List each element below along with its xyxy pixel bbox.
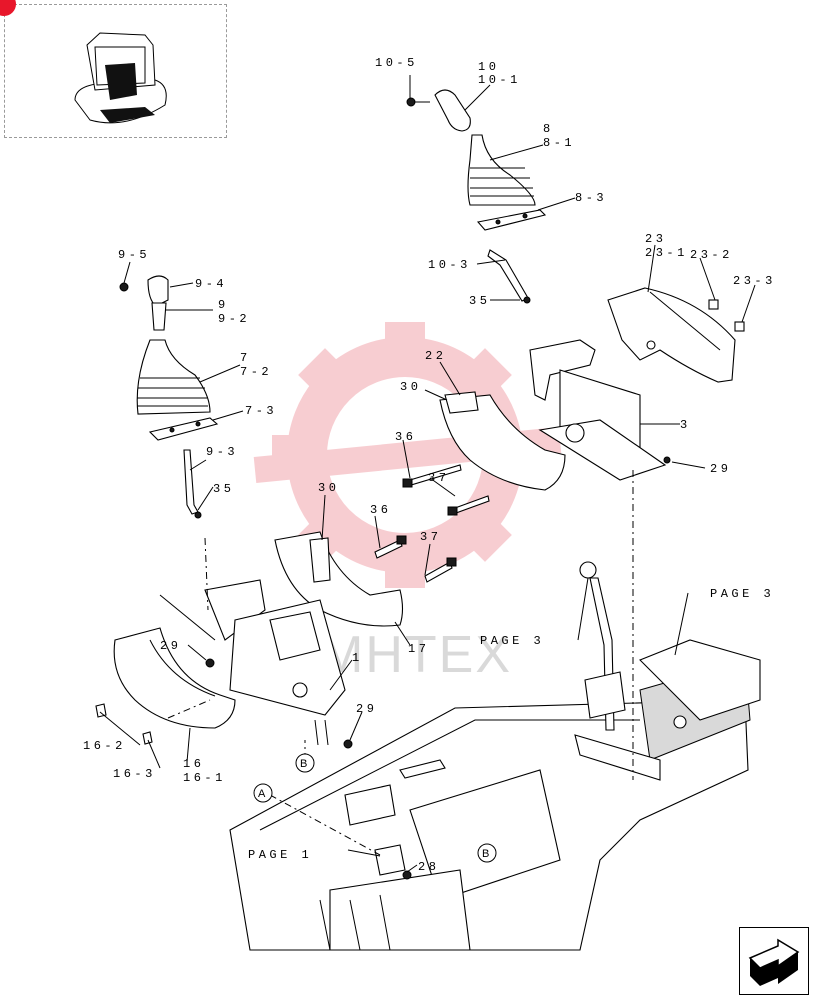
callout-16-2: 16-2: [83, 739, 126, 753]
callout-9: 9: [218, 298, 229, 312]
callout-3: 3: [680, 418, 691, 432]
callout-8: 8: [543, 122, 554, 136]
console-cover-17: [274, 531, 404, 627]
callout-8-3: 8-3: [575, 191, 607, 205]
watermark-text: MHTEX: [320, 626, 512, 684]
next-page-arrow-icon: [748, 938, 800, 986]
bolts-lower: [374, 535, 457, 583]
right-lever-assembly: [406, 89, 547, 304]
callout-23-1: 23-1: [645, 246, 688, 260]
callout-29-left: 29: [160, 639, 181, 653]
leader-lines: [99, 75, 756, 873]
callout-10: 10: [478, 60, 499, 74]
cover-16: [95, 627, 236, 745]
marker-b-right: B: [477, 843, 497, 863]
callout-9-5: 9-5: [118, 248, 150, 262]
callout-16: 16: [183, 757, 204, 771]
svg-text:A: A: [258, 788, 266, 800]
callout-30-lower: 30: [318, 481, 339, 495]
callout-30-upper: 30: [400, 380, 421, 394]
console-bracket-1: [159, 579, 353, 749]
callout-22: 22: [425, 349, 446, 363]
marker-a: A: [253, 783, 273, 803]
callout-10-1: 10-1: [478, 73, 521, 87]
callout-7: 7: [240, 351, 251, 365]
page-ref-1[interactable]: PAGE 1: [248, 848, 312, 862]
cover-23: [607, 287, 745, 383]
callout-29-right: 29: [710, 462, 731, 476]
callout-16-3: 16-3: [113, 767, 156, 781]
callout-16-1: 16-1: [183, 771, 226, 785]
callout-28: 28: [418, 860, 439, 874]
callout-9-2: 9-2: [218, 312, 250, 326]
marker-b-left: B: [295, 753, 315, 773]
callout-8-1: 8-1: [543, 136, 575, 150]
callout-35-upper: 35: [469, 294, 490, 308]
callout-10-5: 10-5: [375, 56, 418, 70]
callout-1: 1: [352, 651, 363, 665]
callout-29-bottom: 29: [356, 702, 377, 716]
callout-9-3: 9-3: [206, 445, 238, 459]
console-cover-30: [439, 391, 566, 491]
callout-23: 23: [645, 232, 666, 246]
callout-36-upper: 36: [395, 430, 416, 444]
callout-7-2: 7-2: [240, 365, 272, 379]
callout-23-3: 23-3: [733, 274, 776, 288]
callout-10-3: 10-3: [428, 258, 471, 272]
callout-labels: 10-5 10 10-1 8 8-1 8-3 10-3 35 23 23-1 2…: [83, 56, 776, 874]
corner-badge: [0, 0, 16, 16]
callout-35-lower: 35: [213, 482, 234, 496]
callout-23-2: 23-2: [690, 248, 733, 262]
callout-9-4: 9-4: [195, 277, 227, 291]
callout-37-upper: 37: [428, 471, 449, 485]
svg-text:B: B: [482, 848, 489, 860]
callout-7-3: 7-3: [245, 404, 277, 418]
excavator-cab-icon: [74, 32, 167, 124]
bracket-3: [529, 339, 671, 481]
overview-thumbnail[interactable]: [4, 4, 227, 138]
next-page-button[interactable]: [739, 927, 809, 995]
bolts-upper: [402, 464, 490, 516]
callout-36-lower: 36: [370, 503, 391, 517]
left-lever-assembly: [119, 275, 219, 519]
callout-17: 17: [408, 642, 429, 656]
page-ref-3-mid[interactable]: PAGE 3: [480, 634, 544, 648]
travel-lever: [574, 561, 661, 781]
callout-37-lower: 37: [420, 530, 441, 544]
page-ref-3-right[interactable]: PAGE 3: [710, 587, 774, 601]
svg-text:B: B: [300, 758, 307, 770]
